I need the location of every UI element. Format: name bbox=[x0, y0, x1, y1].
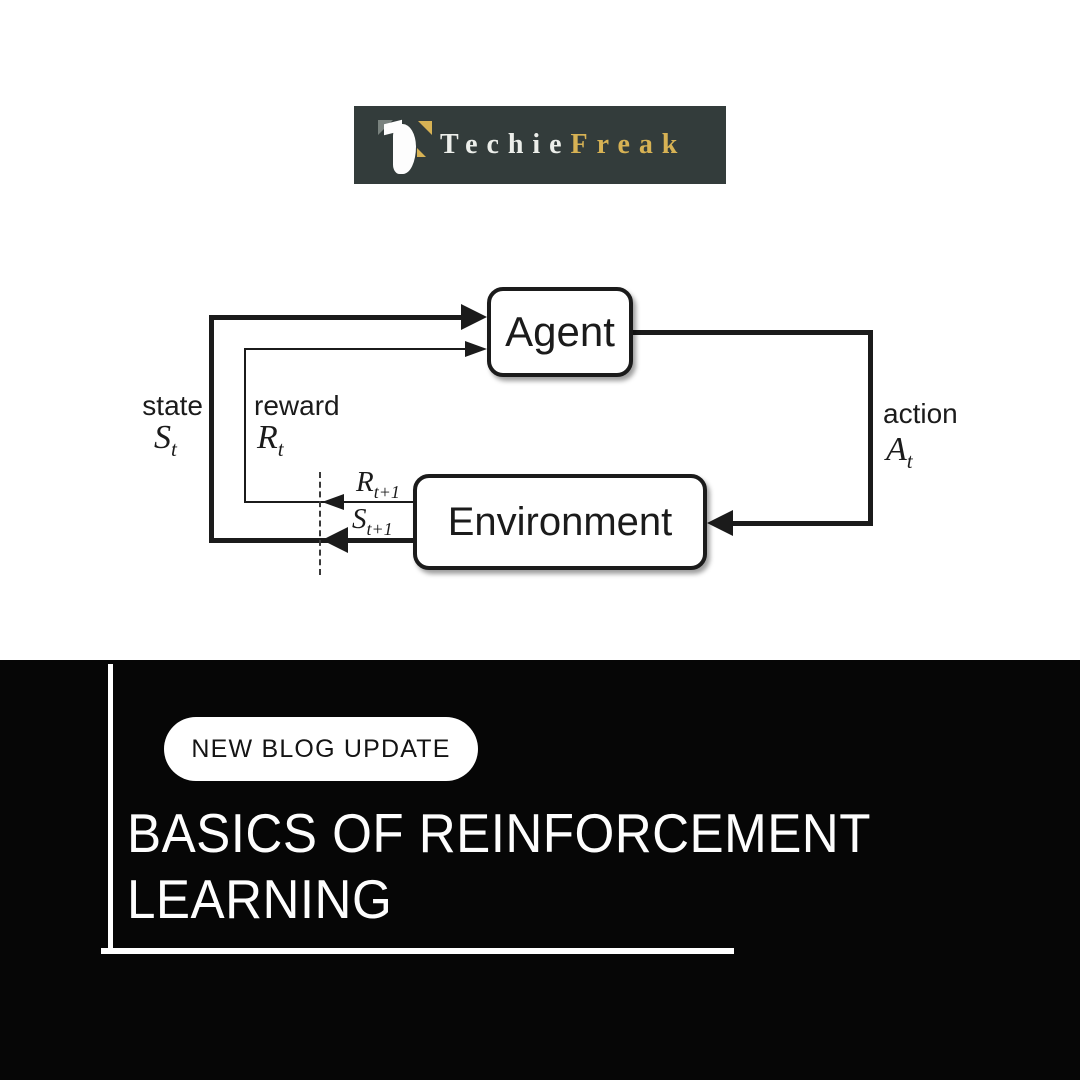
monogram-gold-triangle bbox=[418, 121, 432, 135]
action-symbol-sub: t bbox=[906, 448, 913, 473]
monogram-stem-shape bbox=[393, 124, 416, 174]
next-state-symbol-sub: t+1 bbox=[366, 518, 393, 539]
timestep-dashed-line bbox=[319, 472, 321, 575]
action-symbol-base: A bbox=[886, 431, 907, 468]
brand-monogram-icon bbox=[376, 106, 434, 184]
state-line-vertical bbox=[209, 315, 214, 543]
reward-label: reward bbox=[254, 390, 340, 421]
post-title-line1: BASICS OF REINFORCEMENT bbox=[127, 802, 871, 864]
agent-node: Agent bbox=[487, 287, 633, 377]
accent-border-horizontal bbox=[101, 948, 734, 954]
new-blog-badge-label: NEW BLOG UPDATE bbox=[191, 734, 451, 763]
state-symbol-base: S bbox=[154, 419, 171, 456]
state-symbol-sub: t bbox=[171, 436, 177, 461]
post-title-line2: LEARNING bbox=[127, 868, 393, 930]
arrowhead-next-reward-from-environment bbox=[322, 494, 344, 510]
arrowhead-next-state-from-environment bbox=[322, 527, 348, 553]
state-line-bottom bbox=[209, 538, 413, 543]
action-label: action bbox=[883, 398, 958, 429]
brand-logo: TechieFreak bbox=[354, 106, 726, 184]
arrowhead-state-into-agent bbox=[461, 304, 487, 330]
next-reward-symbol-sub: t+1 bbox=[373, 481, 400, 502]
environment-node: Environment bbox=[413, 474, 707, 570]
state-line-top bbox=[209, 315, 463, 320]
next-state-symbol-base: S bbox=[352, 503, 367, 535]
state-label: state bbox=[142, 390, 203, 421]
next-reward-symbol-base: R bbox=[356, 466, 374, 498]
new-blog-badge: NEW BLOG UPDATE bbox=[164, 717, 478, 781]
reward-symbol: Rt bbox=[257, 419, 284, 459]
arrowhead-reward-into-agent bbox=[465, 341, 487, 357]
environment-node-label: Environment bbox=[447, 499, 673, 544]
action-line-bottom bbox=[733, 521, 868, 526]
next-reward-symbol: Rt+1 bbox=[356, 466, 400, 502]
action-symbol: At bbox=[886, 431, 913, 471]
reward-line-top bbox=[244, 348, 466, 350]
action-line-vertical bbox=[868, 330, 873, 526]
monogram-gold-accent bbox=[417, 148, 426, 157]
reward-line-vertical bbox=[244, 348, 246, 503]
next-state-symbol: St+1 bbox=[352, 503, 393, 539]
brand-wordmark: TechieFreak bbox=[440, 129, 686, 161]
arrowhead-action-into-environment bbox=[707, 510, 733, 536]
brand-name-second: Freak bbox=[570, 129, 687, 160]
accent-border-vertical bbox=[108, 664, 113, 949]
reward-symbol-base: R bbox=[257, 419, 278, 456]
action-line-top bbox=[633, 330, 873, 335]
post-title: BASICS OF REINFORCEMENT LEARNING bbox=[127, 800, 871, 932]
brand-name-first: Techie bbox=[440, 129, 571, 160]
agent-node-label: Agent bbox=[505, 308, 615, 355]
state-symbol: St bbox=[154, 419, 177, 459]
announcement-section: NEW BLOG UPDATE BASICS OF REINFORCEMENT … bbox=[0, 660, 1080, 1080]
reward-symbol-sub: t bbox=[277, 436, 284, 461]
